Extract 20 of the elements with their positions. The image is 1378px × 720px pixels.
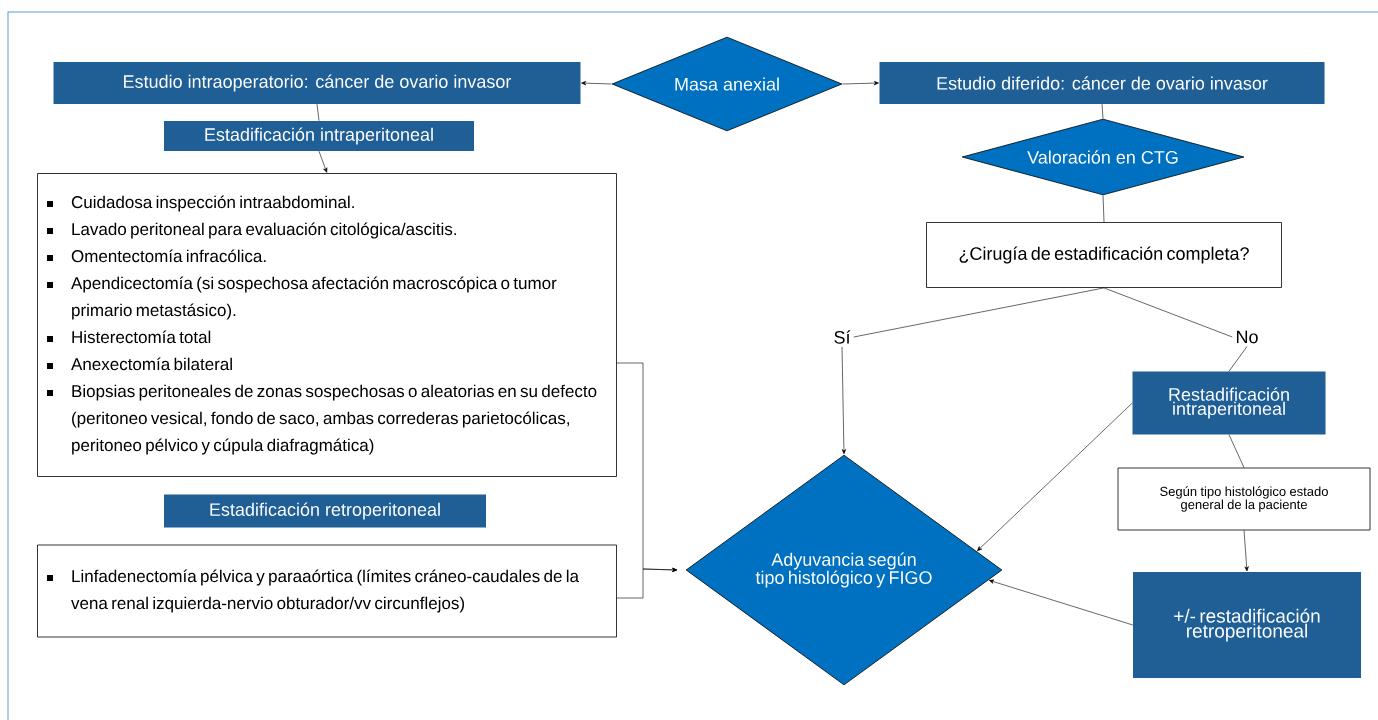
arrow: [1243, 530, 1249, 572]
question-box: ¿Cirugía de estadificación completa?: [926, 222, 1282, 288]
process-box: Estudio intraoperatorio: cáncer de ovario invasor: [53, 62, 581, 104]
process-box: Estadificación intraperitoneal: [164, 121, 474, 151]
list-box: Cuidadosa inspección intraabdominal. Lavado peritoneal para evaluación citológica/ascitis. Omentectomía infracólica. Apendicectomía (si sospechosa afectación macroscópica o tumor primario metastásico). Histerectomía total Anexectomía bilateral Biopsias peritoneales de zonas sospechosas o aleatorias en su defecto (peritoneo vesical, fondo de saco, ambas correderas parietocólicas, peritoneo pélvico y cúpula diafragmática): [37, 173, 617, 477]
note-box: Según tipo histológico estado general de la paciente: [1117, 467, 1371, 531]
branch-label: Sí: [834, 330, 851, 344]
process-box: +/- restadificación retroperitoneal: [1133, 572, 1361, 678]
branch-label: No: [1237, 330, 1258, 344]
arrow: [318, 150, 328, 173]
process-box: Estudio diferido: cáncer de ovario invasor: [879, 62, 1325, 104]
process-box: Estadificación retroperitoneal: [164, 494, 486, 528]
arrow: [616, 567, 678, 599]
list-box: Linfadenectomía pélvica y paraaórtica (límites cráneo-caudales de la vena renal izquierda-nervio obturador/vv circunflejos): [37, 544, 617, 638]
arrow: [989, 579, 1134, 626]
arrow: [977, 402, 1133, 552]
arrow: [581, 81, 612, 86]
arrow: [842, 81, 879, 86]
process-box: Restadificación intraperitoneal: [1132, 371, 1326, 435]
arrow: [841, 346, 846, 455]
